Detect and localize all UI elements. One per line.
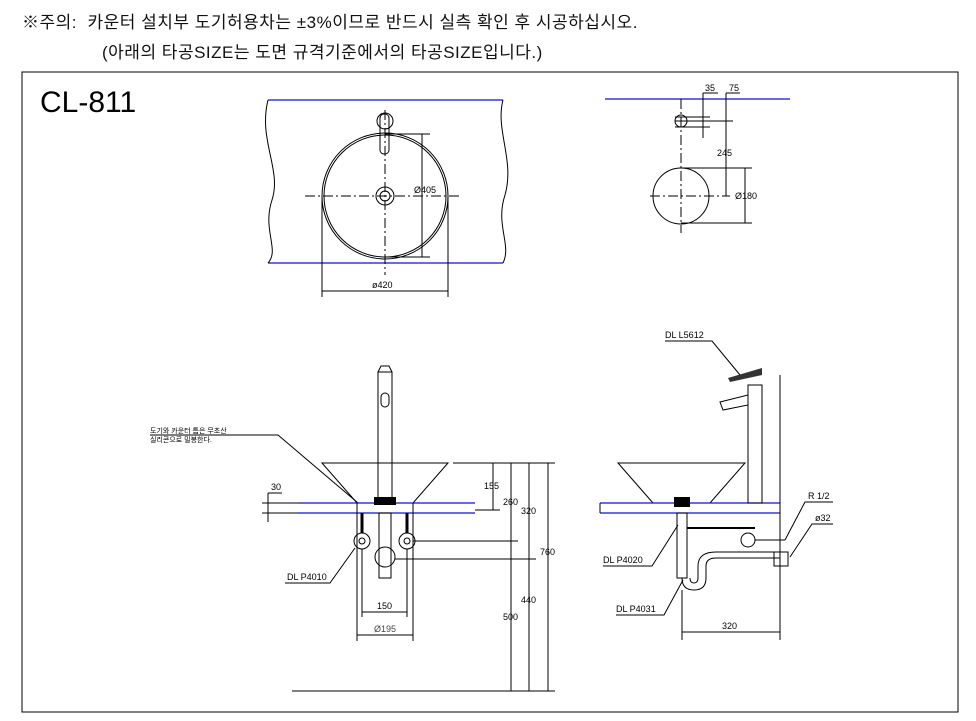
faucet-body-side: [747, 384, 763, 504]
dim-320-wall: 320: [722, 621, 737, 631]
supply-r12: R 1/2: [808, 491, 830, 501]
dim-245: 245: [717, 148, 732, 158]
dim-440: 440: [521, 595, 536, 605]
dim-155: 155: [484, 481, 499, 491]
dim-35: 35: [705, 83, 715, 93]
waste-32: ø32: [815, 513, 831, 523]
drawing-frame: [21, 71, 959, 713]
dim-195: Ø195: [374, 624, 396, 634]
dim-150: 150: [377, 601, 392, 611]
silicone-note-2: 실리콘으로 밀봉한다.: [150, 435, 212, 444]
part-p4031: DL P4031: [616, 604, 656, 614]
dim-180: Ø180: [735, 191, 757, 201]
notice-line-2: (아래의 타공SIZE는 도면 규격기준에서의 타공SIZE입니다.): [102, 43, 543, 62]
side-top-view: 35 75 245 Ø180: [605, 83, 790, 233]
front-view: 도기와 카운터 틈은 무초산 실리콘으로 밀봉한다. 30 DL P4010 1…: [150, 365, 555, 692]
top-view: Ø405 ø420: [265, 99, 509, 297]
dim-420: ø420: [372, 280, 393, 290]
silicone-note-1: 도기와 카운터 틈은 무초산: [150, 426, 227, 435]
dim-500: 500: [503, 612, 518, 622]
side-view: DL L5612 DL P4020 DL P4031 R 1/2 ø32 320: [599, 330, 833, 640]
faucet-top: [376, 112, 394, 130]
part-p4010: DL P4010: [287, 572, 327, 582]
dim-260: 260: [503, 497, 518, 507]
part-p4020: DL P4020: [603, 555, 643, 565]
dim-75: 75: [729, 83, 739, 93]
part-l5612: DL L5612: [665, 330, 704, 340]
notice-line-1: ※주의: 카운터 설치부 도기허용차는 ±3%이므로 반드시 실측 확인 후 시…: [22, 13, 638, 32]
model-title: CL-811: [40, 86, 136, 119]
dim-30: 30: [271, 482, 281, 492]
dim-760: 760: [540, 547, 555, 557]
faucet-body: [377, 371, 393, 504]
dim-320: 320: [521, 506, 536, 516]
dim-405: Ø405: [414, 185, 436, 195]
